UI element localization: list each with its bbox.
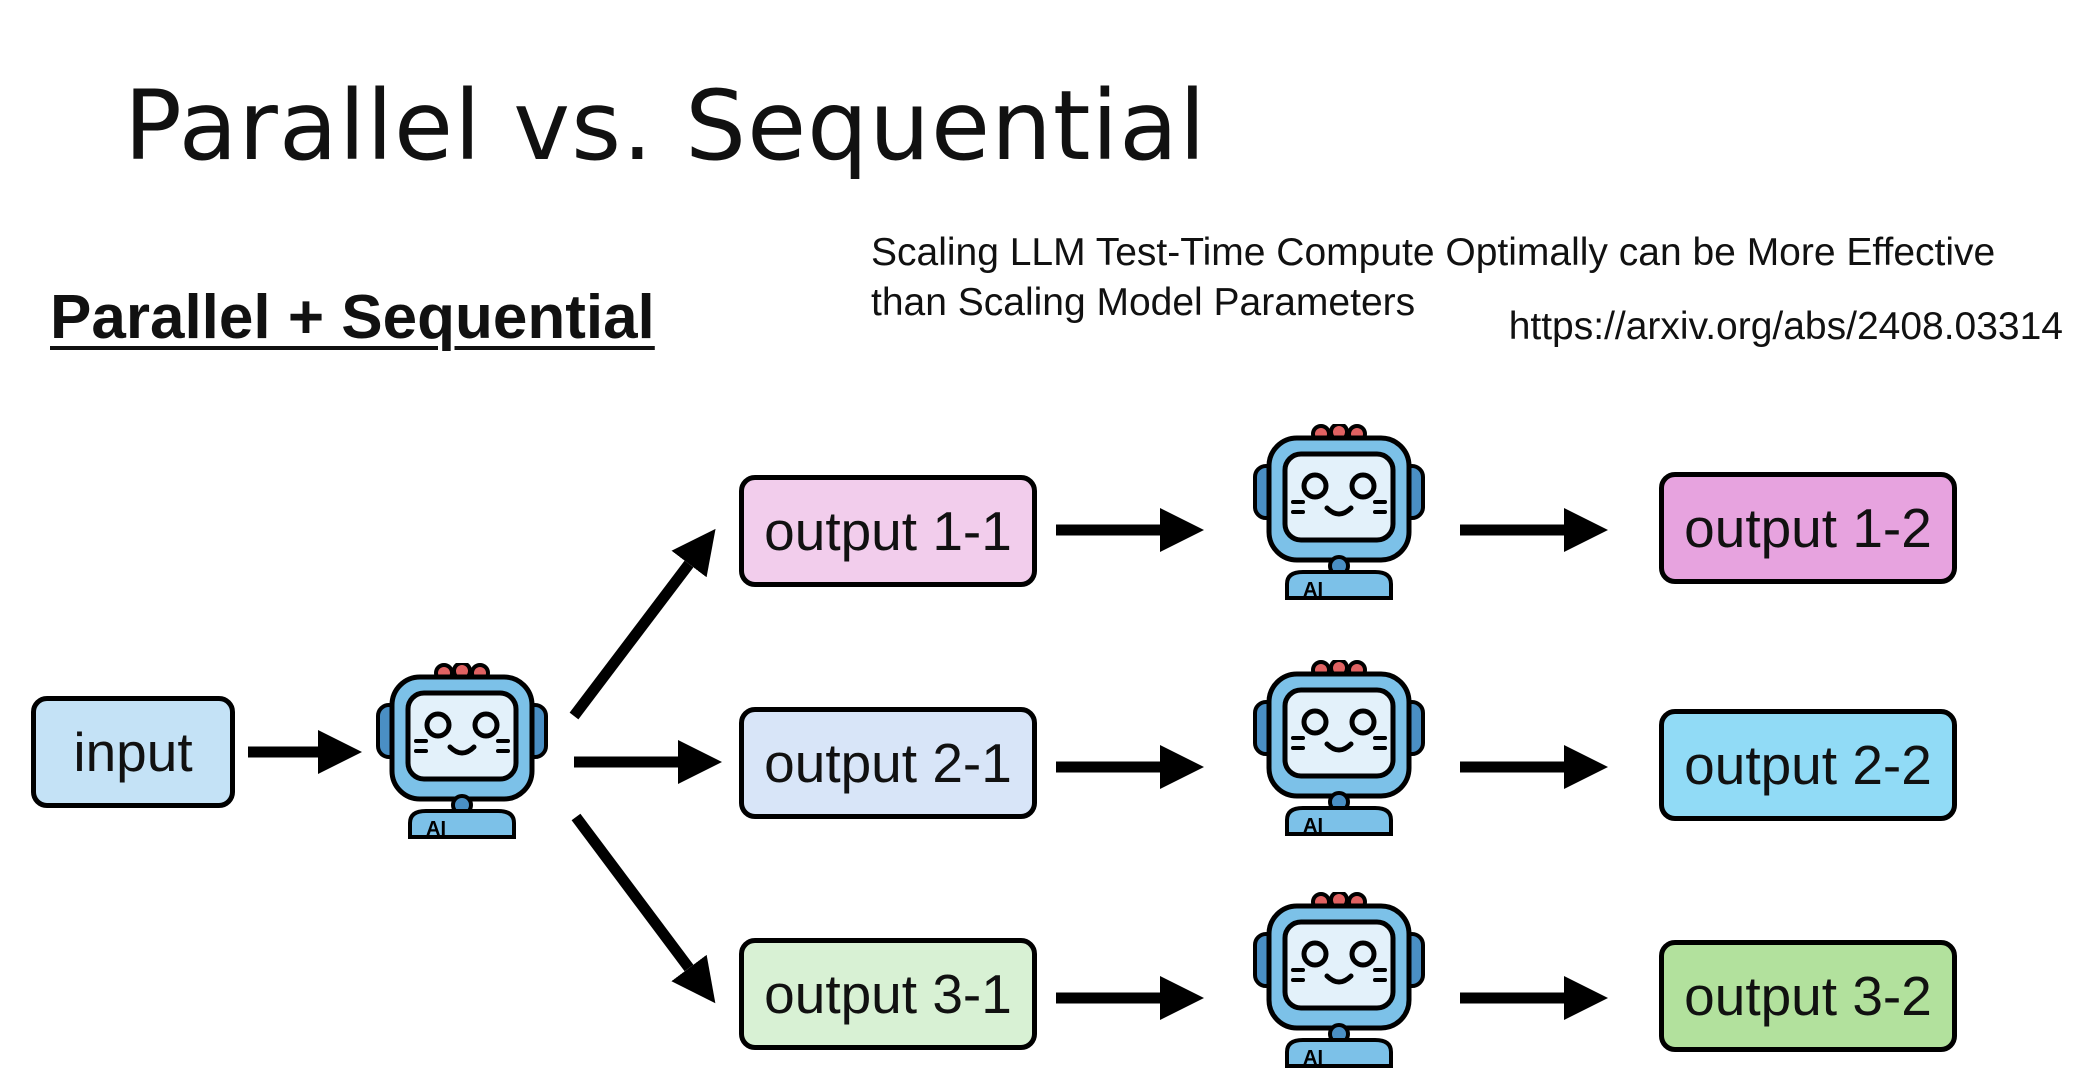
arrow-robot-to-output-3-1 [571,813,716,1004]
robot-icon: AI [1253,890,1425,1069]
robot-stage-2-row-1: AI [1251,422,1427,605]
robot-badge-text: AI [426,818,446,839]
section-heading: Parallel + Sequential [50,283,655,352]
arrow-robot-to-output-1-1 [569,528,716,720]
input-box: input [31,696,235,808]
robot-icon: AI [1253,658,1425,837]
output-2-1-box: output 2-1 [739,707,1037,819]
robot-stage-2-row-2: AI [1251,658,1427,841]
slide-title: Parallel vs. Sequential [124,70,1207,182]
output-3-1-box: output 3-1 [739,938,1037,1050]
robot-icon: AI [376,661,548,840]
output-3-2-box: output 3-2 [1659,940,1957,1052]
robot-stage-1: AI [374,661,550,844]
reference-paper-title: Scaling LLM Test-Time Compute Optimally … [871,231,1996,324]
robot-badge-text: AI [1303,1047,1323,1068]
output-1-2-box: output 1-2 [1659,472,1957,584]
robot-stage-2-row-3: AI [1251,890,1427,1073]
reference-paper-url: https://arxiv.org/abs/2408.03314 [1508,305,2063,348]
robot-badge-text: AI [1303,579,1323,600]
robot-icon: AI [1253,422,1425,601]
robot-badge-text: AI [1303,815,1323,836]
output-2-2-box: output 2-2 [1659,709,1957,821]
output-1-1-box: output 1-1 [739,475,1037,587]
